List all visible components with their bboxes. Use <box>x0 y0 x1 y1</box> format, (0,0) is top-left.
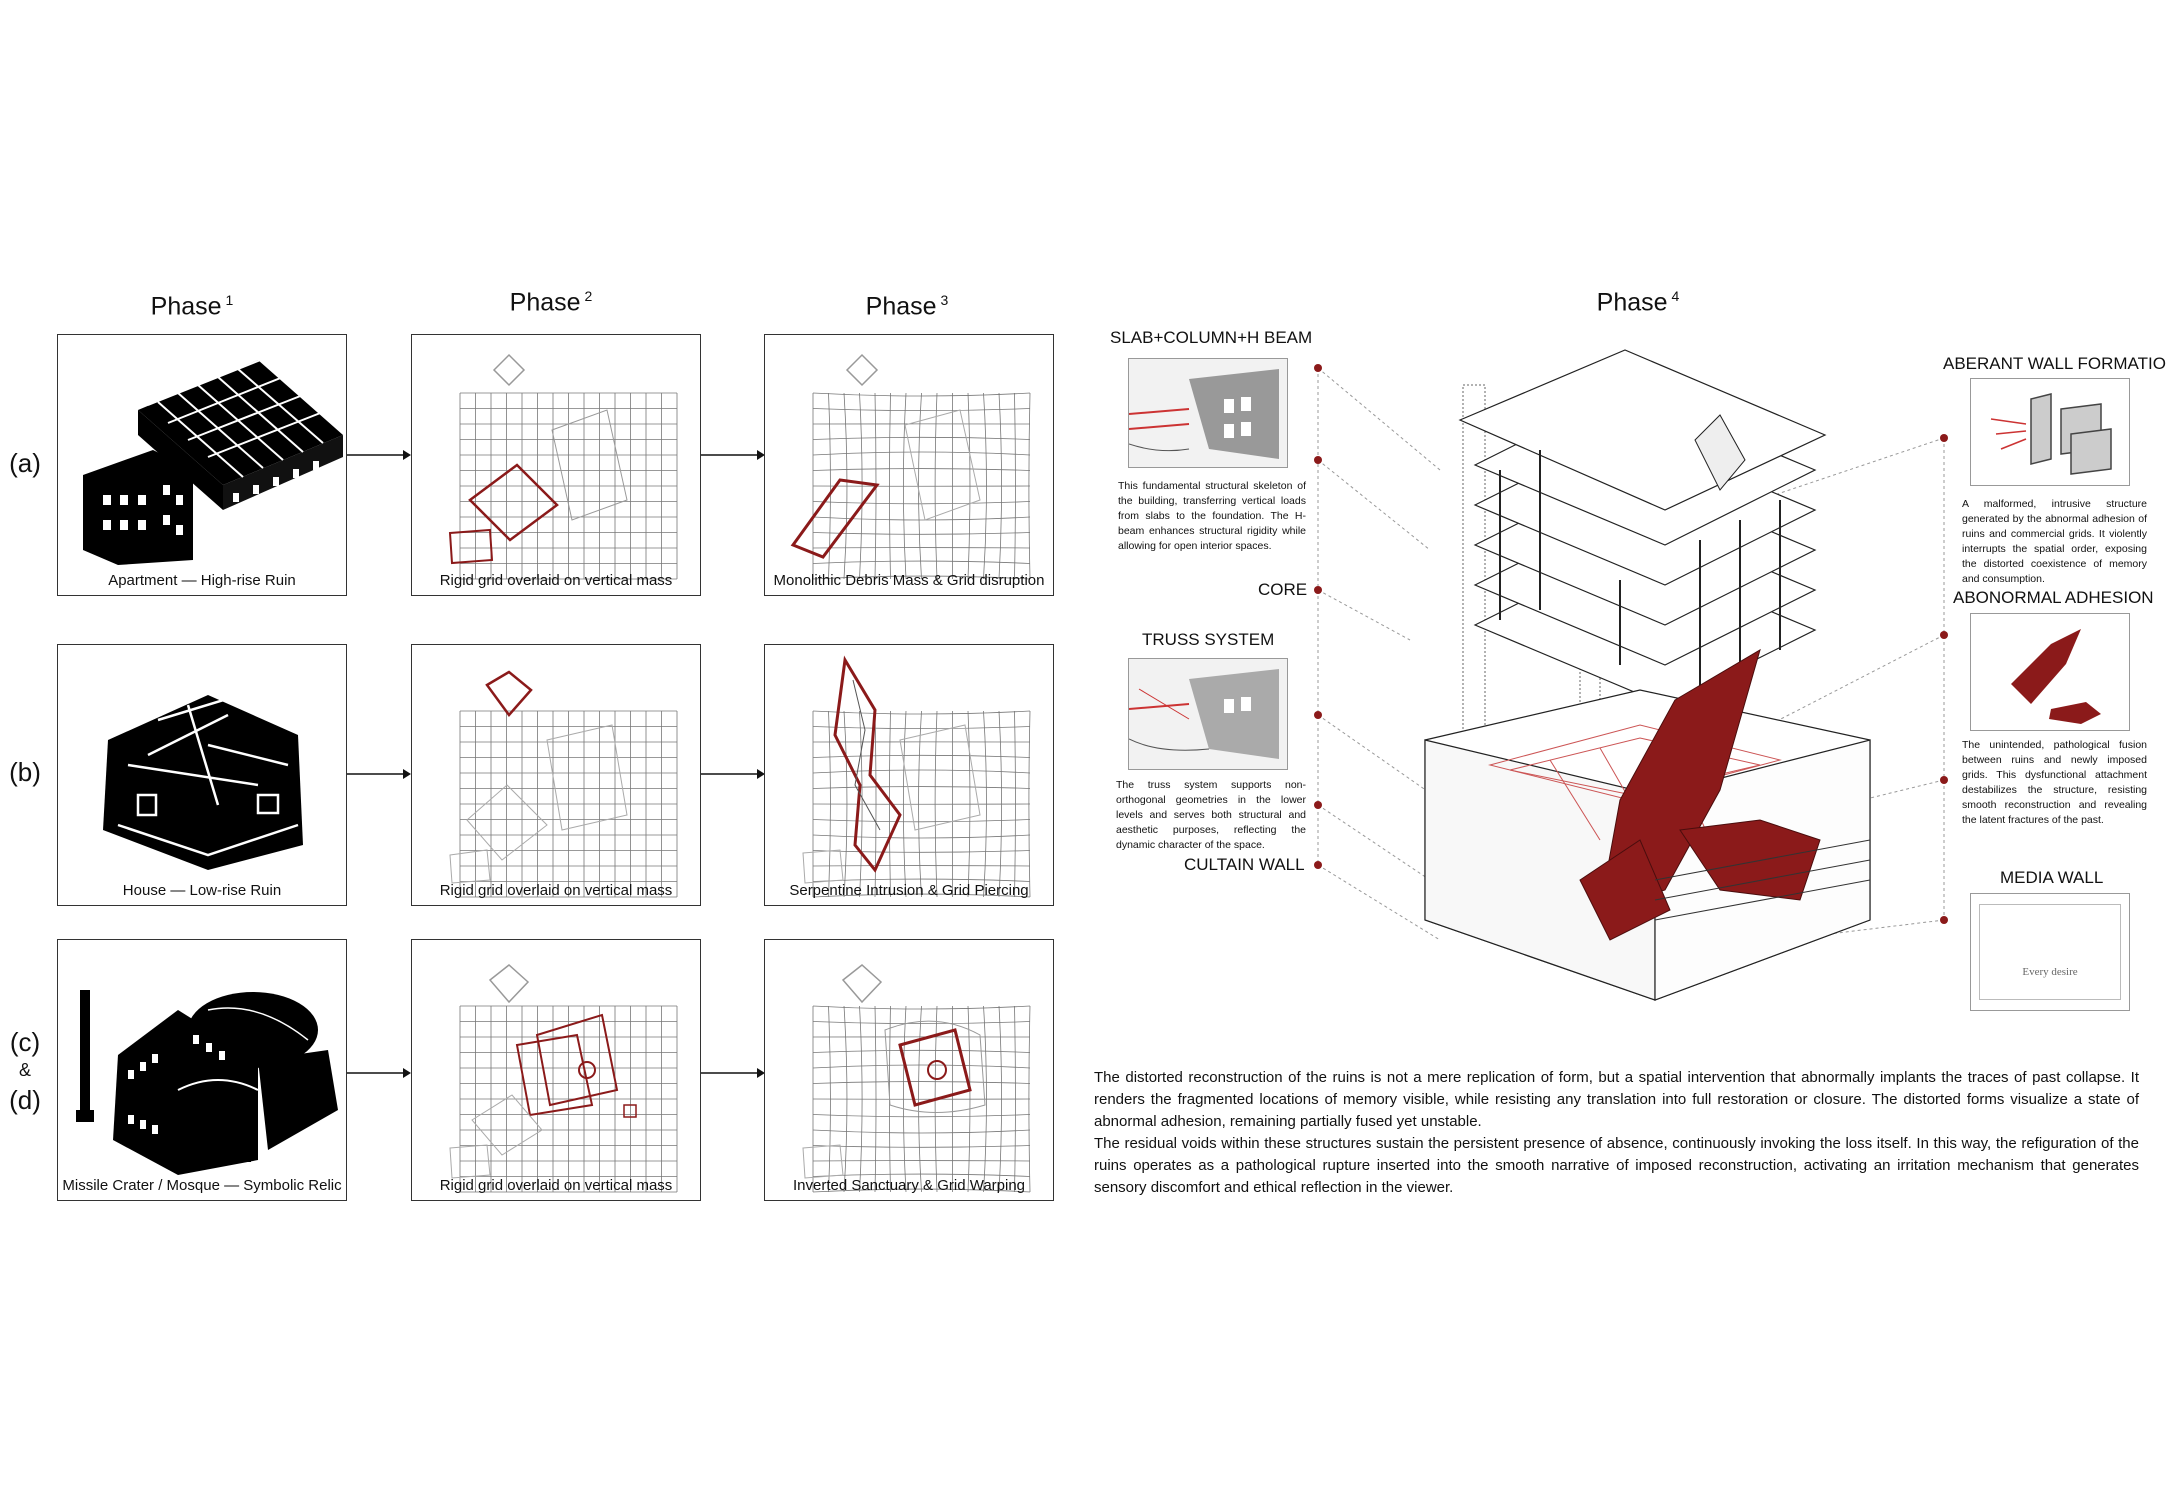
arrow-b2 <box>701 769 765 779</box>
row-label-b: (b) <box>9 757 41 787</box>
row-label-a: (a) <box>9 448 41 478</box>
note-aberant: A malformed, intrusive structure generat… <box>1962 498 2147 585</box>
paragraph-2: The residual voids within these structur… <box>1094 1135 2139 1196</box>
label-aberant-wall: ABERANT WALL FORMATION <box>1943 354 2166 373</box>
leader-dots <box>1314 364 1948 924</box>
arrow-b1 <box>347 769 411 779</box>
paragraph-1: The distorted reconstruction of the ruin… <box>1094 1069 2139 1130</box>
panel-b-phase2: Rigid grid overlaid on vertical mass <box>411 644 701 906</box>
caption-c-phase2: Rigid grid overlaid on vertical mass <box>439 1177 673 1194</box>
aberant-wall-icon <box>1990 393 2112 475</box>
label-slab-column-hbeam: SLAB+COLUMN+H BEAM <box>1110 328 1313 347</box>
panel-c-phase1: Missile Crater / Mosque — Symbolic Relic <box>57 939 347 1201</box>
arrow-a1 <box>347 450 411 460</box>
rigid-grid <box>459 1005 678 1193</box>
label-truss-system: TRUSS SYSTEM <box>1142 630 1275 649</box>
house-ruin-drawing <box>103 683 303 870</box>
panel-b-phase1: House — Low-rise Ruin <box>57 644 347 906</box>
label-core: CORE <box>1258 580 1308 599</box>
thumb-media-wall: Every desire <box>1970 893 2130 1011</box>
slab-detail-icon <box>1129 359 1287 467</box>
label-abnormal-adhesion: ABONORMAL ADHESION <box>1953 588 2154 607</box>
distorted-grid <box>812 392 1031 580</box>
row-label-amp: & <box>18 1060 31 1080</box>
distorted-grid <box>812 710 1031 898</box>
apartment-ruin-drawing <box>83 356 343 565</box>
adhesion-icon <box>2011 629 2101 724</box>
rigid-grid <box>459 710 678 898</box>
label-media-wall: MEDIA WALL <box>2000 868 2104 887</box>
caption-a-phase1: Apartment — High-rise Ruin <box>108 572 296 589</box>
panel-c-phase2: Rigid grid overlaid on vertical mass <box>411 939 701 1201</box>
caption-b-phase1: House — Low-rise Ruin <box>122 882 282 899</box>
note-slab: This fundamental structural skeleton of … <box>1118 480 1306 552</box>
thumb-slab <box>1128 358 1288 468</box>
thumb-adhesion <box>1970 613 2130 731</box>
panel-a-phase2: Rigid grid overlaid on vertical mass <box>411 334 701 596</box>
caption-b-phase2: Rigid grid overlaid on vertical mass <box>439 882 673 899</box>
axonometric-building-drawing <box>1314 349 1948 1001</box>
caption-a-phase2: Rigid grid overlaid on vertical mass <box>439 572 673 589</box>
serpentine-intrusion-b3 <box>802 655 1031 898</box>
mosque-relic-drawing <box>76 990 338 1175</box>
arrow-c1 <box>347 1068 411 1078</box>
thumb-truss <box>1128 658 1288 770</box>
thumb-aberant <box>1970 378 2130 486</box>
panel-a-phase1: Apartment — High-rise Ruin <box>57 334 347 596</box>
note-truss: The truss system supports non-orthogonal… <box>1116 779 1306 851</box>
panel-a-phase3: Monolithic Debris Mass & Grid disruption <box>764 334 1054 596</box>
truss-detail-icon <box>1129 659 1287 769</box>
arrow-a2 <box>701 450 765 460</box>
grid-overlay-b2 <box>449 670 678 898</box>
inverted-sanctuary-c3 <box>802 964 1031 1193</box>
row-label-d: (d) <box>9 1085 41 1115</box>
media-wall-text: Every desire <box>2022 966 2078 978</box>
row-label-c: (c) <box>9 1027 41 1057</box>
panel-b-phase3: Serpentine Intrusion & Grid Piercing <box>764 644 1054 906</box>
note-adhesion: The unintended, pathological fusion betw… <box>1962 739 2147 826</box>
label-curtain-wall: CULTAIN WALL <box>1184 855 1305 874</box>
caption-b-phase3: Serpentine Intrusion & Grid Piercing <box>789 882 1029 899</box>
red-intrusion-mass <box>1579 648 1821 941</box>
description-text: The distorted reconstruction of the ruin… <box>1094 1067 2139 1199</box>
grid-overlay-c2 <box>449 964 678 1193</box>
rigid-grid <box>459 392 678 580</box>
caption-c-phase3: Inverted Sanctuary & Grid Warping <box>792 1177 1026 1194</box>
grid-disruption-a3 <box>790 353 1031 580</box>
panel-c-phase3: Inverted Sanctuary & Grid Warping <box>764 939 1054 1201</box>
arrow-c2 <box>701 1068 765 1078</box>
upper-slabs <box>1458 349 1827 706</box>
caption-c-phase1: Missile Crater / Mosque — Symbolic Relic <box>62 1177 342 1194</box>
caption-a-phase3: Monolithic Debris Mass & Grid disruption <box>773 572 1045 589</box>
grid-overlay-a2 <box>448 353 678 580</box>
distorted-grid <box>812 1005 1031 1193</box>
